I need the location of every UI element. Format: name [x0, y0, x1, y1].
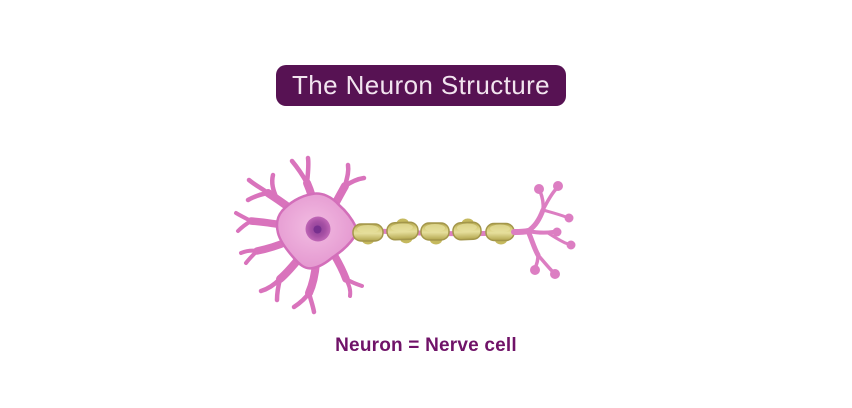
- dendrite-branch: [291, 290, 312, 310]
- myelin-segment: [485, 222, 515, 245]
- myelin-highlight: [456, 223, 477, 232]
- terminal-branch: [536, 253, 555, 274]
- myelin-highlight: [490, 224, 510, 233]
- terminal-bulb: [530, 265, 540, 275]
- axon-terminal-group: [511, 181, 576, 279]
- myelin-segment: [452, 218, 482, 241]
- dendrite-branch: [236, 219, 253, 233]
- terminal-bulb: [552, 227, 562, 237]
- myelin-segment: [386, 218, 419, 244]
- terminal-bulb: [534, 184, 544, 194]
- terminal-bulb: [564, 213, 574, 223]
- myelin-highlight: [357, 225, 379, 233]
- terminal-bulb: [566, 240, 576, 250]
- dendrite-branch: [342, 175, 367, 189]
- dendrite-branch: [234, 211, 253, 223]
- terminal-bulb: [550, 269, 560, 279]
- dendrite-branch: [306, 290, 317, 315]
- terminal-branch: [541, 186, 559, 212]
- terminal-bulb: [553, 181, 563, 191]
- dendrite-branch: [269, 172, 280, 202]
- page-title: The Neuron Structure: [291, 70, 550, 100]
- dendrite-branch: [246, 177, 271, 196]
- myelin-segment: [420, 222, 450, 245]
- myelin-segment: [352, 223, 384, 245]
- caption-text: Neuron = Nerve cell: [335, 335, 517, 356]
- title-banner: The Neuron Structure: [276, 65, 566, 106]
- terminal-branch: [546, 231, 570, 246]
- terminal-branch: [525, 207, 546, 234]
- dendrite-branch: [245, 190, 271, 203]
- myelin-highlight: [390, 223, 413, 232]
- dendrite-branch: [244, 249, 259, 265]
- myelin-sheath-group: [352, 218, 515, 245]
- caption: Neuron = Nerve cell: [0, 335, 852, 357]
- myelin-highlight: [425, 224, 445, 232]
- dendrite-branch: [289, 158, 310, 186]
- terminal-branch: [541, 208, 568, 219]
- dendrite-branch: [344, 277, 364, 288]
- nucleolus-shape: [313, 225, 322, 234]
- dendrite-branch: [304, 155, 311, 186]
- dendrite-branch: [274, 276, 283, 303]
- terminal-branch: [525, 228, 541, 258]
